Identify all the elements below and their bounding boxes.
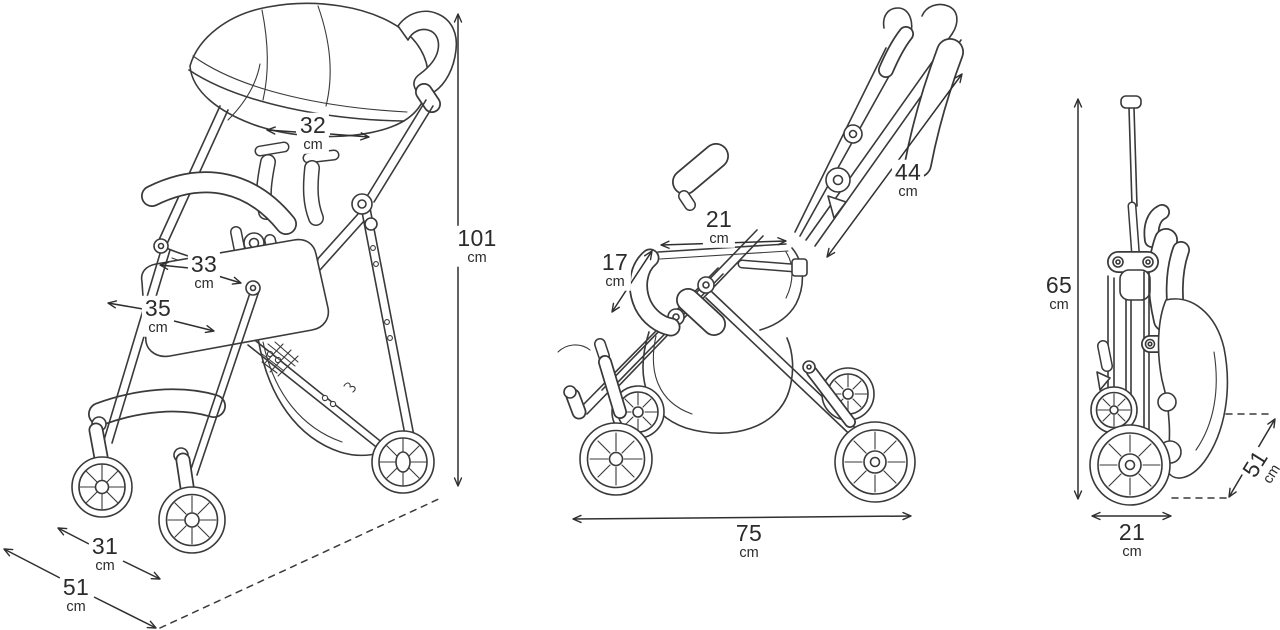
dim-value: 101 <box>457 224 497 251</box>
dim-label-seat-width: 33 cm <box>187 250 221 293</box>
basket-mesh <box>261 341 299 377</box>
dim-unit: cm <box>605 273 625 290</box>
side-front-wheels <box>557 338 665 496</box>
dim-label-footrest-width: 35 cm <box>141 294 175 337</box>
dim-unit: cm <box>1122 543 1142 560</box>
dim-arrow-front-track <box>57 527 161 580</box>
push-handle <box>397 10 458 113</box>
handle-grip <box>878 26 964 178</box>
dim-unit: cm <box>1049 296 1069 313</box>
dim-value: 17 <box>601 248 629 275</box>
dim-label-backrest-length: 44 cm <box>891 158 925 201</box>
folded-canopy-fabric <box>1157 298 1229 479</box>
rear-wheel <box>371 430 435 494</box>
dim-label-base-depth: 51 cm <box>59 573 93 616</box>
frame-logo-mark <box>343 382 356 393</box>
dim-label-overall-length: 75 cm <box>732 519 766 562</box>
pull-handle <box>1120 95 1142 265</box>
dim-arrow-seat-front-edge <box>611 250 653 313</box>
dim-value: 44 <box>894 158 922 185</box>
dim-unit: cm <box>739 544 759 561</box>
dim-label-seat-front-edge: 17 cm <box>598 248 632 291</box>
dim-label-front-track: 31 cm <box>88 532 122 575</box>
dim-arrow-footrest-width <box>107 300 215 334</box>
dim-value: 31 <box>91 532 119 559</box>
stroller-open-side-drawing <box>557 3 964 524</box>
side-rear-wheels <box>802 360 916 503</box>
dim-label-folded-width: 21 cm <box>1115 518 1149 561</box>
dim-label-seat-depth-top: 21 cm <box>702 205 736 248</box>
dim-unit: cm <box>898 183 918 200</box>
dim-label-overall-height: 101 cm <box>454 224 500 267</box>
front-left-wheel <box>71 416 133 518</box>
bumper-bar <box>141 171 297 235</box>
dim-arrow-base-depth <box>3 548 157 629</box>
dim-arrow-overall-length <box>572 511 912 524</box>
folded-rear-wheel <box>1090 386 1138 434</box>
floor-dashed-line <box>159 496 444 629</box>
dim-value: 21 <box>1118 518 1146 545</box>
dim-value: 32 <box>299 111 327 138</box>
dim-value: 51 <box>62 573 90 600</box>
dim-unit: cm <box>467 249 487 266</box>
dim-unit: cm <box>66 598 86 615</box>
stroller-open-perspective-drawing <box>3 2 463 629</box>
front-right-wheel <box>158 447 226 554</box>
dim-value: 35 <box>144 294 172 321</box>
dim-unit: cm <box>194 275 214 292</box>
dim-unit: cm <box>148 319 168 336</box>
dim-unit: cm <box>95 557 115 574</box>
dim-value: 65 <box>1045 271 1073 298</box>
armrest-bar <box>672 143 729 211</box>
dim-label-folded-height: 65 cm <box>1042 271 1076 314</box>
dim-arrow-backrest-width <box>266 126 370 141</box>
dim-label-backrest-width: 32 cm <box>296 111 330 154</box>
canopy <box>188 2 429 138</box>
dim-unit: cm <box>709 230 729 247</box>
dim-unit: cm <box>303 136 323 153</box>
folded-front-wheel <box>1089 424 1171 506</box>
dim-value: 33 <box>190 250 218 277</box>
dim-arrow-seat-width <box>159 261 242 285</box>
dim-value: 75 <box>735 519 763 546</box>
dim-value: 21 <box>705 205 733 232</box>
stroller-folded-drawing <box>1073 95 1276 521</box>
